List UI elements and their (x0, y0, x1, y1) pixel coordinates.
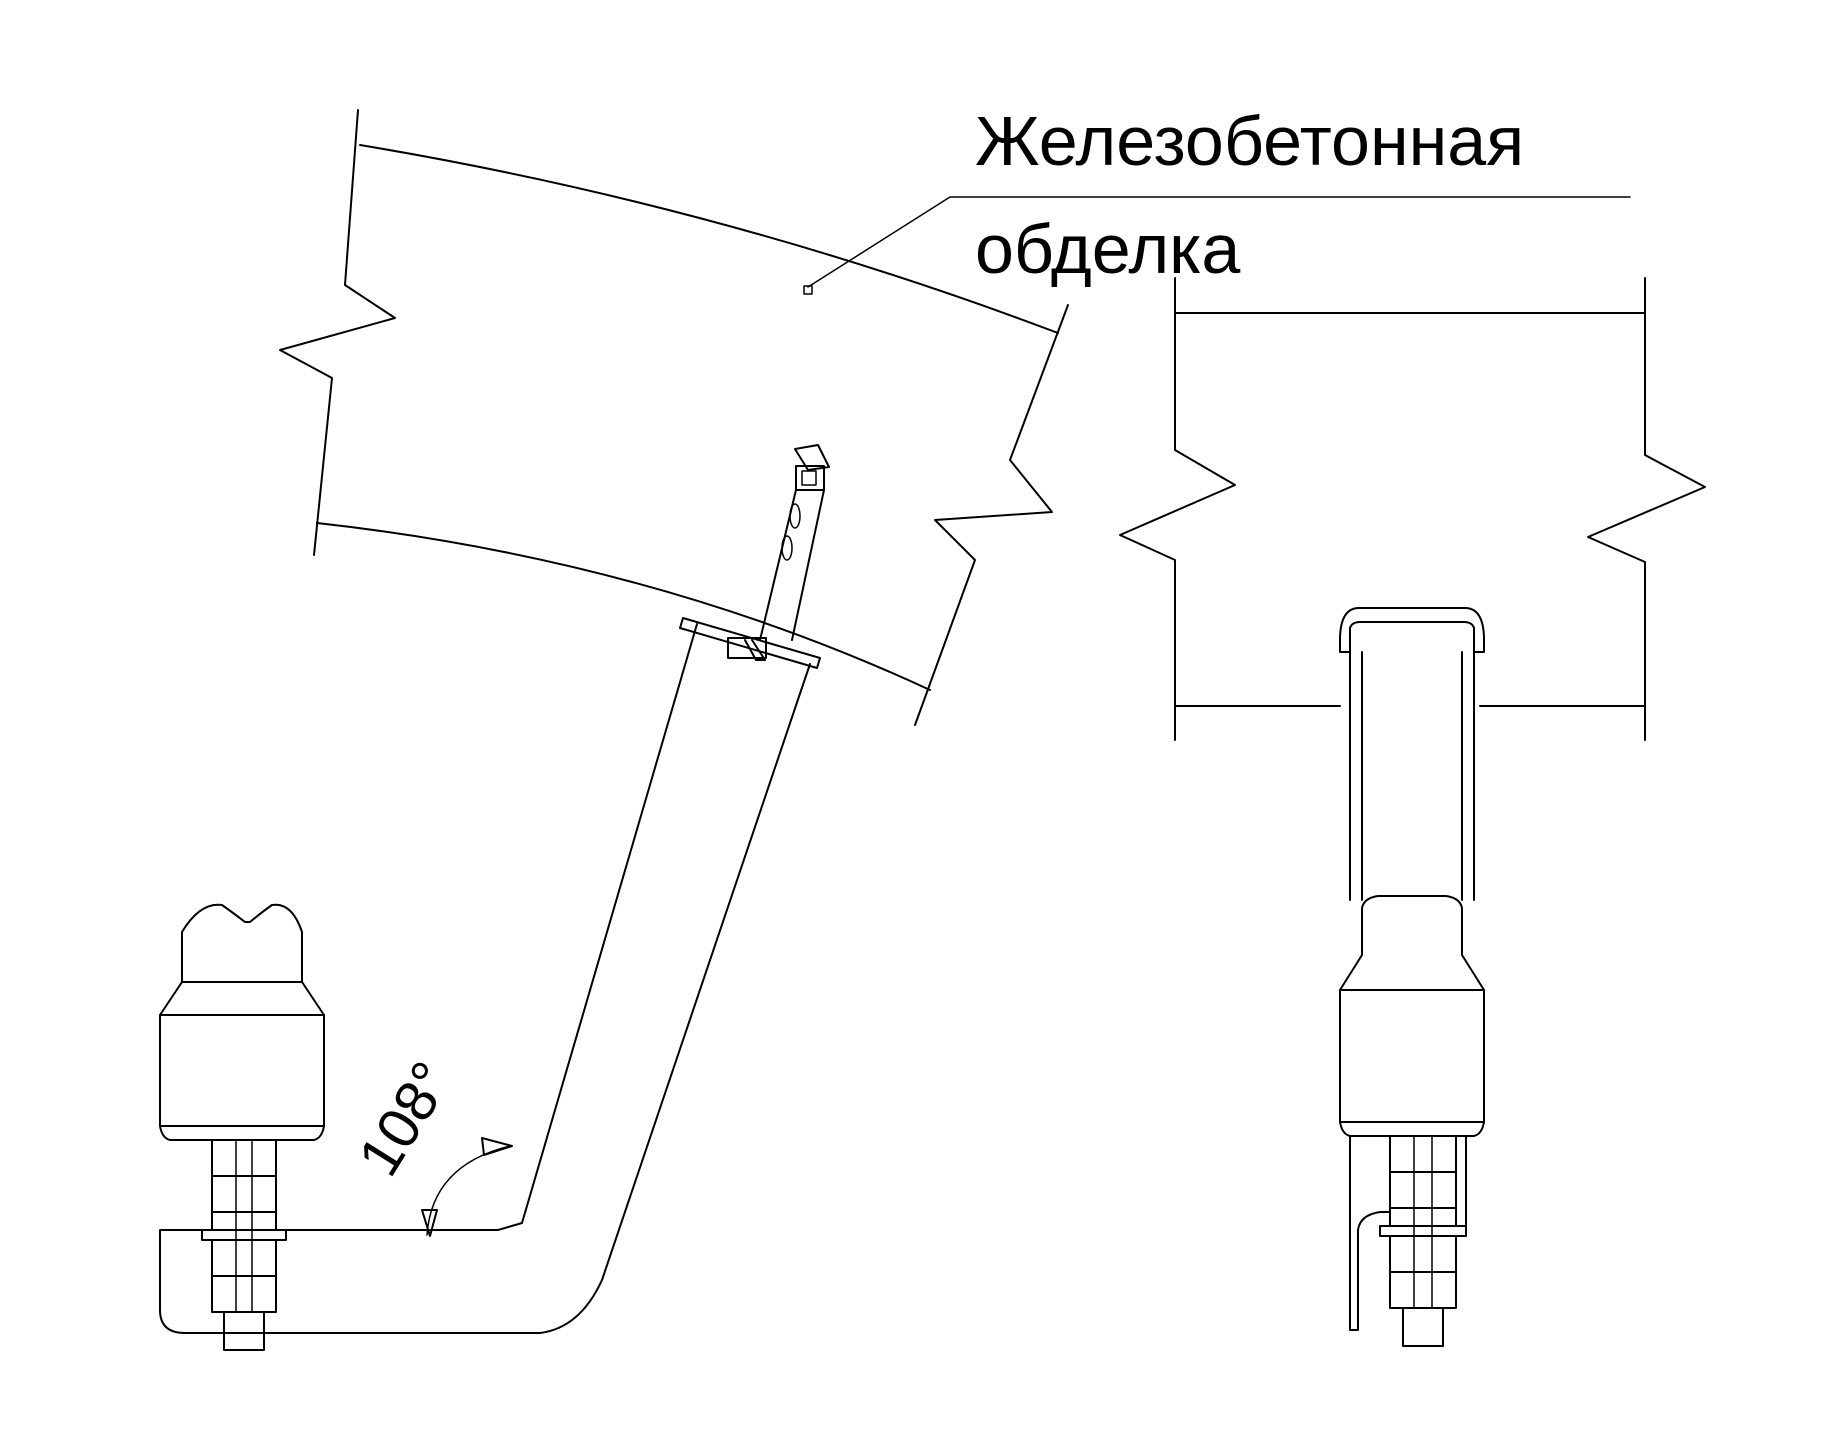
bolt-nuts-right (1379, 1135, 1467, 1347)
insulator-right (1339, 895, 1485, 1137)
left-view: 108° Железобетонная обделка (159, 102, 1631, 1351)
concrete-lining-section (279, 109, 1069, 726)
lining-label-line2: обделка (975, 210, 1240, 288)
bracket-side-channel (1339, 607, 1485, 901)
bracket-base-plate (679, 617, 821, 669)
right-view (1119, 277, 1706, 1347)
leader-line (803, 196, 1631, 295)
angle-label: 108° (346, 1051, 465, 1187)
anchor-bolt (727, 444, 830, 661)
bolt-nuts-left (201, 1139, 287, 1351)
insulator-left (159, 903, 325, 1141)
bracket-body (159, 623, 811, 1334)
lining-side-section (1119, 277, 1706, 741)
lining-label-line1: Железобетонная (975, 102, 1524, 180)
angle-dimension (421, 1137, 513, 1237)
side-plate (1349, 1135, 1391, 1331)
